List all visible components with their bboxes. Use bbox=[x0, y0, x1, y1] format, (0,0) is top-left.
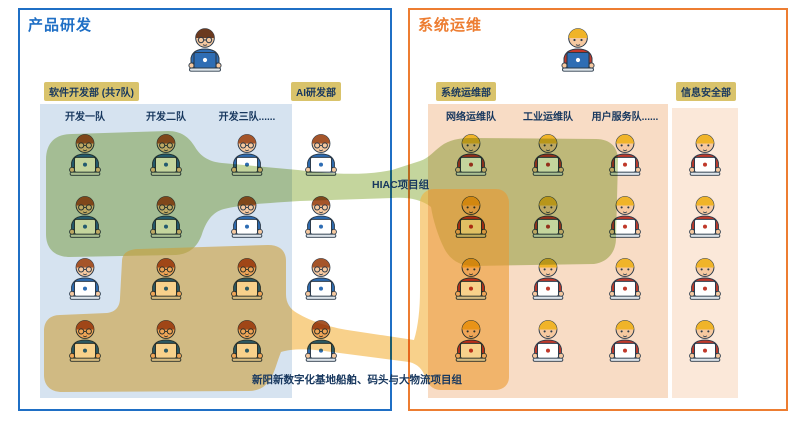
person-at-laptop-icon bbox=[682, 314, 728, 368]
team-col-user-service: 用户服务队...... bbox=[588, 108, 662, 394]
team-label-dev-3: 开发三队...... bbox=[218, 112, 276, 123]
person-at-laptop-icon bbox=[682, 128, 728, 182]
person-at-laptop-icon bbox=[143, 252, 189, 306]
person-at-laptop-icon bbox=[602, 252, 648, 306]
team-label-user-service: 用户服务队...... bbox=[591, 112, 659, 123]
product-rd-manager-icon bbox=[181, 22, 229, 78]
person-at-laptop-icon bbox=[682, 252, 728, 306]
person-at-laptop-icon bbox=[298, 190, 344, 244]
person-at-laptop-icon bbox=[224, 190, 270, 244]
person-at-laptop-icon bbox=[298, 252, 344, 306]
person-at-laptop-icon bbox=[448, 128, 494, 182]
person-at-laptop-icon bbox=[62, 190, 108, 244]
ai-rd-members bbox=[298, 128, 344, 368]
team-members-dev-2 bbox=[143, 128, 189, 368]
product-rd-title: 产品研发 bbox=[28, 17, 93, 34]
team-col-dev-2: 开发二队 bbox=[127, 108, 205, 394]
hiac-project-label: HIAC项目组 bbox=[372, 179, 430, 191]
person-at-laptop-icon bbox=[602, 128, 648, 182]
person-at-laptop-icon bbox=[448, 190, 494, 244]
person-at-laptop-icon bbox=[525, 190, 571, 244]
person-at-laptop-icon bbox=[525, 128, 571, 182]
team-label-network-ops: 网络运维队 bbox=[446, 112, 496, 123]
team-members-industrial-ops bbox=[525, 128, 571, 368]
person-at-laptop-icon bbox=[224, 252, 270, 306]
dept-label-ai-rd: AI研发部 bbox=[291, 82, 341, 101]
person-at-laptop-icon bbox=[525, 252, 571, 306]
team-label-dev-1: 开发一队 bbox=[65, 112, 105, 123]
software-dev-panel: 开发一队 bbox=[40, 104, 292, 398]
person-at-laptop-icon bbox=[181, 22, 229, 78]
team-members-network-ops bbox=[448, 128, 494, 368]
person-at-laptop-icon bbox=[602, 314, 648, 368]
system-ops-panel: 网络运维队 bbox=[428, 104, 668, 398]
dept-label-software-dev: 软件开发部 (共7队) bbox=[44, 82, 139, 101]
team-col-dev-1: 开发一队 bbox=[46, 108, 124, 394]
person-at-laptop-icon bbox=[62, 314, 108, 368]
dept-label-system-ops: 系统运维部 bbox=[436, 82, 496, 101]
team-label-dev-2: 开发二队 bbox=[146, 112, 186, 123]
team-col-dev-3: 开发三队...... bbox=[208, 108, 286, 394]
system-ops-title: 系统运维 bbox=[418, 17, 483, 34]
person-at-laptop-icon bbox=[224, 314, 270, 368]
person-at-laptop-icon bbox=[143, 314, 189, 368]
person-at-laptop-icon bbox=[682, 190, 728, 244]
dept-label-info-security: 信息安全部 bbox=[676, 82, 736, 101]
team-label-industrial-ops: 工业运维队 bbox=[523, 112, 573, 123]
team-col-network-ops: 网络运维队 bbox=[434, 108, 508, 394]
person-at-laptop-icon bbox=[62, 252, 108, 306]
team-members-dev-1 bbox=[62, 128, 108, 368]
person-at-laptop-icon bbox=[525, 314, 571, 368]
team-members-dev-3 bbox=[224, 128, 270, 368]
person-at-laptop-icon bbox=[602, 190, 648, 244]
person-at-laptop-icon bbox=[224, 128, 270, 182]
info-security-members bbox=[682, 128, 728, 368]
person-at-laptop-icon bbox=[298, 314, 344, 368]
xinyang-project-label: 新阳新数字化基地船舶、码头与大物流项目组 bbox=[252, 374, 462, 386]
person-at-laptop-icon bbox=[143, 128, 189, 182]
person-at-laptop-icon bbox=[554, 22, 602, 78]
person-at-laptop-icon bbox=[143, 190, 189, 244]
system-ops-manager-icon bbox=[554, 22, 602, 78]
team-members-user-service bbox=[602, 128, 648, 368]
person-at-laptop-icon bbox=[298, 128, 344, 182]
person-at-laptop-icon bbox=[448, 252, 494, 306]
person-at-laptop-icon bbox=[448, 314, 494, 368]
team-col-industrial-ops: 工业运维队 bbox=[511, 108, 585, 394]
person-at-laptop-icon bbox=[62, 128, 108, 182]
